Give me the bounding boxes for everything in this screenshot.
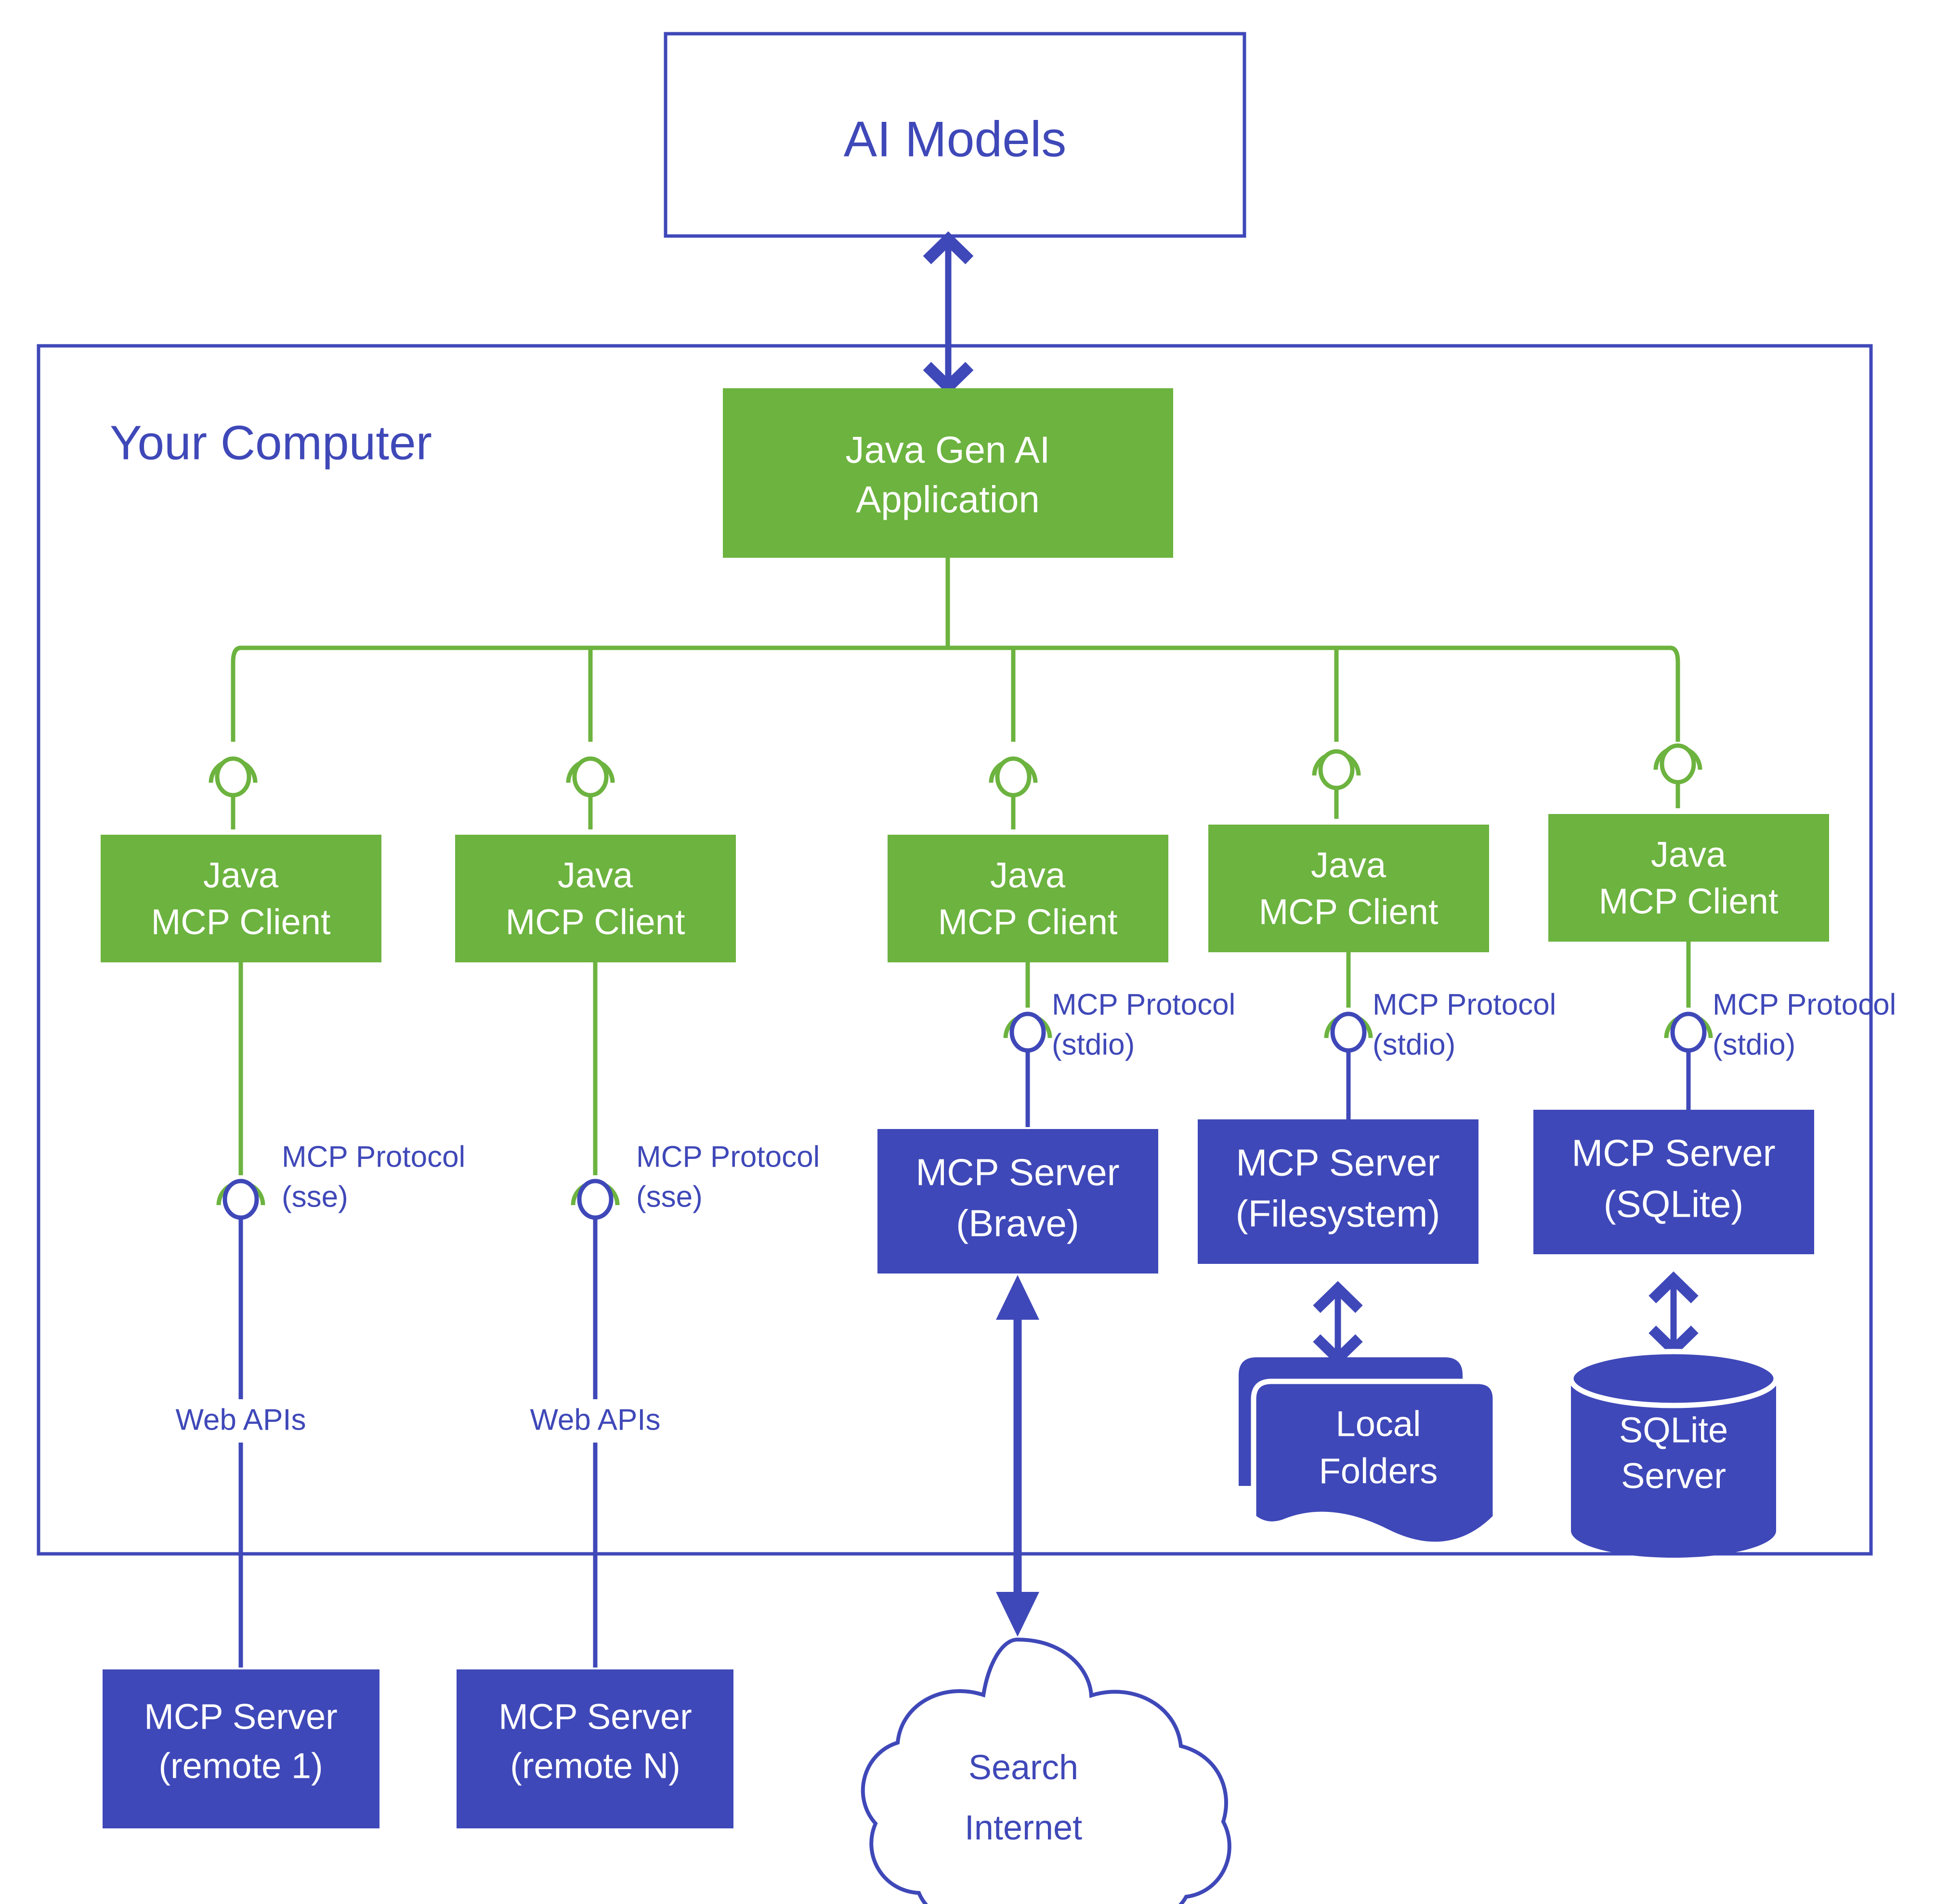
- client-line-1: Java: [990, 855, 1066, 895]
- client-box: [101, 835, 381, 962]
- socket-joint-icon: [1324, 1011, 1373, 1053]
- cloud-shape: [861, 1637, 1231, 1904]
- column-1-link: [216, 962, 265, 1668]
- protocol-label-3-line-1: MCP Protocol: [1052, 988, 1235, 1021]
- socket-joint-icon: [989, 756, 1038, 829]
- client-line-1: Java: [1651, 835, 1727, 875]
- local-folders-line-1: Local: [1336, 1404, 1421, 1444]
- cylinder-top: [1568, 1349, 1779, 1408]
- mcp-server-box: [877, 1129, 1158, 1274]
- sqlite-server-node: SQLite Server: [1568, 1349, 1779, 1558]
- remote-server-line-2: (remote 1): [158, 1746, 323, 1786]
- server-line-2: (SQLite): [1604, 1183, 1743, 1225]
- java-gen-ai-application-box: [723, 388, 1173, 558]
- client-box: [888, 835, 1168, 962]
- server-line-1: MCP Server: [1236, 1142, 1439, 1184]
- client-box: [455, 835, 736, 962]
- mcp-server-remote-1-node: MCP Server (remote 1): [103, 1669, 379, 1828]
- application-line-2: Application: [856, 478, 1040, 521]
- java-mcp-client-3: Java MCP Client: [888, 835, 1168, 962]
- protocol-label-5-line-2: (stdio): [1713, 1028, 1795, 1061]
- remote-server-box: [457, 1669, 733, 1828]
- java-gen-ai-application-node: Java Gen AI Application: [723, 388, 1173, 558]
- java-mcp-client-2: Java MCP Client: [455, 835, 736, 962]
- local-folders-line-2: Folders: [1319, 1451, 1438, 1491]
- server-line-2: (Filesystem): [1236, 1193, 1440, 1235]
- search-internet-cloud-node: Search Internet: [861, 1637, 1231, 1904]
- protocol-label-1-line-2: (sse): [282, 1180, 348, 1213]
- java-mcp-client-4: Java MCP Client: [1208, 825, 1489, 952]
- search-internet-line-2: Internet: [965, 1809, 1082, 1847]
- your-computer-border: [37, 344, 1873, 1556]
- ai-models-box: [664, 32, 1246, 238]
- socket-joint-icon: [1003, 1011, 1052, 1053]
- client-line-2: MCP Client: [1259, 892, 1439, 932]
- socket-joint-icon: [209, 756, 258, 829]
- search-internet-line-1: Search: [968, 1748, 1078, 1787]
- mcp-server-filesystem-node: MCP Server (Filesystem): [1198, 1119, 1478, 1264]
- socket-joint-icon: [566, 756, 615, 829]
- ai-models-node: AI Models: [664, 32, 1246, 238]
- your-computer-label: Your Computer: [110, 416, 432, 470]
- socket-joint-icon: [571, 1179, 620, 1220]
- socket-joint-icon: [1312, 749, 1361, 819]
- protocol-label-1-line-1: MCP Protocol: [282, 1140, 465, 1173]
- client-fanout-tree: [231, 558, 1680, 742]
- protocol-label-2-line-1: MCP Protocol: [636, 1140, 820, 1173]
- protocol-label-5-line-1: MCP Protocol: [1713, 988, 1896, 1021]
- web-apis-label-2: Web APIs: [530, 1403, 660, 1436]
- remote-server-box: [103, 1669, 379, 1828]
- local-folders-node: Local Folders: [1239, 1357, 1498, 1547]
- client-line-1: Java: [558, 855, 633, 895]
- server-line-1: MCP Server: [1571, 1132, 1775, 1174]
- java-mcp-client-5: Java MCP Client: [1548, 814, 1829, 942]
- folder-front: [1251, 1379, 1498, 1547]
- client-socket-joints: [209, 743, 1702, 829]
- java-mcp-client-1: Java MCP Client: [101, 835, 381, 962]
- client-line-2: MCP Client: [1599, 881, 1779, 921]
- sqlite-server-line-1: SQLite: [1619, 1410, 1728, 1450]
- mcp-server-remote-n-node: MCP Server (remote N): [457, 1669, 733, 1828]
- ai-models-label: AI Models: [844, 111, 1066, 167]
- sqlite-db-connector: [1648, 1271, 1699, 1358]
- socket-joint-icon: [1653, 743, 1702, 808]
- client-line-2: MCP Client: [938, 902, 1118, 942]
- column-2-link: [571, 962, 620, 1668]
- client-line-2: MCP Client: [151, 902, 331, 942]
- column-3-link: [1003, 962, 1052, 1127]
- sqlite-server-line-2: Server: [1621, 1456, 1726, 1496]
- socket-joint-icon: [1664, 1011, 1713, 1053]
- protocol-label-2-line-2: (sse): [636, 1180, 703, 1213]
- web-apis-label-1: Web APIs: [175, 1403, 306, 1436]
- protocol-label-4-line-1: MCP Protocol: [1373, 988, 1556, 1021]
- remote-server-line-2: (remote N): [510, 1746, 680, 1786]
- protocol-label-3-line-2: (stdio): [1052, 1028, 1135, 1061]
- filesystem-folders-connector: [1313, 1281, 1363, 1366]
- client-line-1: Java: [1311, 845, 1387, 885]
- mcp-server-brave-node: MCP Server (Brave): [877, 1129, 1158, 1274]
- socket-joint-icon: [216, 1179, 265, 1220]
- mcp-server-box: [1198, 1119, 1478, 1264]
- mcp-server-box: [1533, 1110, 1814, 1254]
- cylinder-body: [1571, 1379, 1776, 1558]
- client-box: [1208, 825, 1489, 952]
- remote-server-line-1: MCP Server: [144, 1697, 338, 1737]
- application-line-1: Java Gen AI: [846, 429, 1050, 471]
- column-4-link: [1324, 952, 1373, 1127]
- protocol-label-4-line-2: (stdio): [1373, 1028, 1455, 1061]
- client-line-2: MCP Client: [506, 902, 685, 942]
- column-5-link: [1664, 942, 1713, 1127]
- your-computer-zone: Your Computer: [37, 344, 1873, 1556]
- brave-internet-connector: [996, 1275, 1039, 1637]
- remote-server-line-1: MCP Server: [498, 1697, 692, 1737]
- client-line-1: Java: [203, 855, 279, 895]
- ai-models-app-connector: [923, 231, 974, 395]
- mcp-server-sqlite-node: MCP Server (SQLite): [1533, 1110, 1814, 1254]
- server-line-2: (Brave): [956, 1202, 1079, 1245]
- server-line-1: MCP Server: [916, 1151, 1119, 1194]
- client-box: [1548, 814, 1829, 942]
